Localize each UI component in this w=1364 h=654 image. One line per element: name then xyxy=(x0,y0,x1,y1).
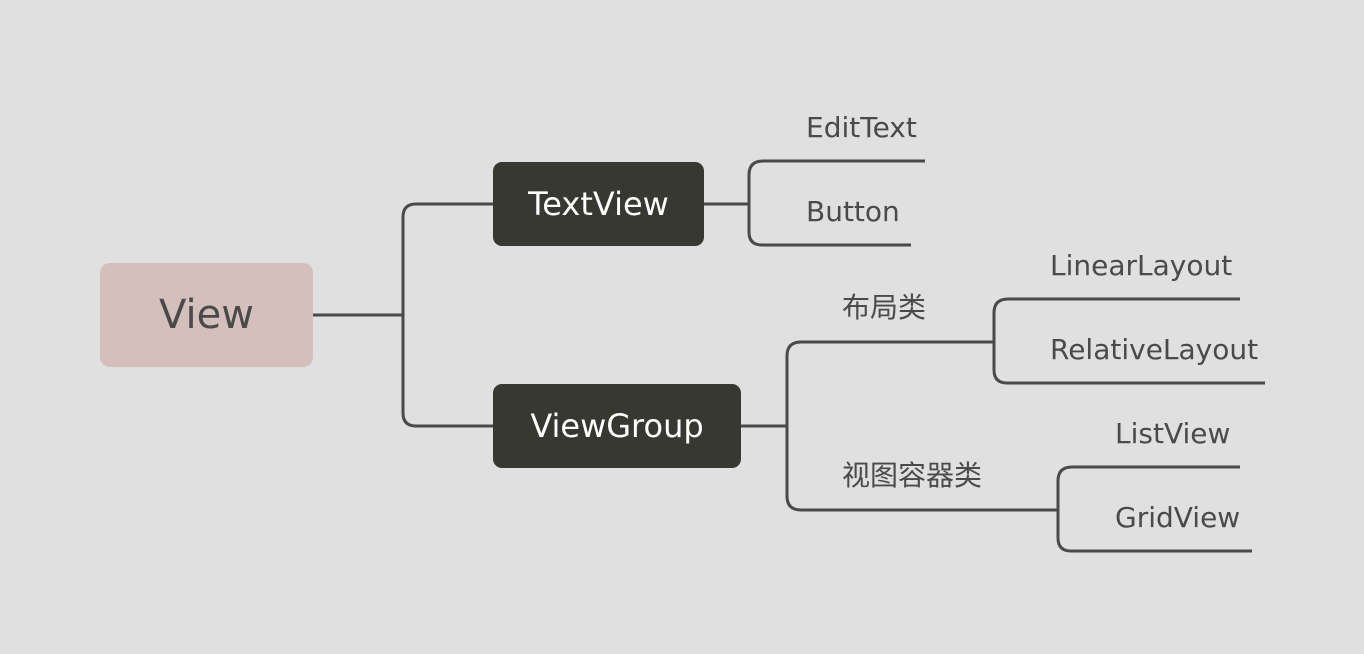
connector-textview-to-button xyxy=(747,204,911,247)
textview-label: TextView xyxy=(528,185,669,223)
category-layout-label: 布局类 xyxy=(842,291,927,324)
connector-textview-to-edittext xyxy=(747,159,925,204)
connector-viewgroup-to-layout xyxy=(785,340,994,426)
connector-container-to-listview xyxy=(1056,465,1240,510)
leaf-edittext: EditText xyxy=(806,111,917,144)
leaf-linearlayout: LinearLayout xyxy=(1050,249,1233,282)
leaf-button: Button xyxy=(806,195,900,228)
connector-root-to-textview xyxy=(401,202,493,315)
connector-layout-to-relativelayout xyxy=(992,342,1265,385)
connector-container-to-gridview xyxy=(1056,510,1252,553)
category-container-label: 视图容器类 xyxy=(842,459,983,492)
root-node-view: View xyxy=(100,263,313,367)
root-node-label: View xyxy=(159,292,254,338)
branch-node-textview: TextView xyxy=(493,162,704,246)
leaf-relativelayout: RelativeLayout xyxy=(1050,333,1259,366)
connector-layout-to-linearlayout xyxy=(992,297,1240,342)
connector-root-to-viewgroup xyxy=(401,315,493,428)
connector-viewgroup-to-container xyxy=(785,426,1058,512)
leaf-listview: ListView xyxy=(1115,417,1231,450)
leaf-gridview: GridView xyxy=(1115,501,1241,534)
viewgroup-label: ViewGroup xyxy=(530,407,704,445)
branch-node-viewgroup: ViewGroup xyxy=(493,384,741,468)
